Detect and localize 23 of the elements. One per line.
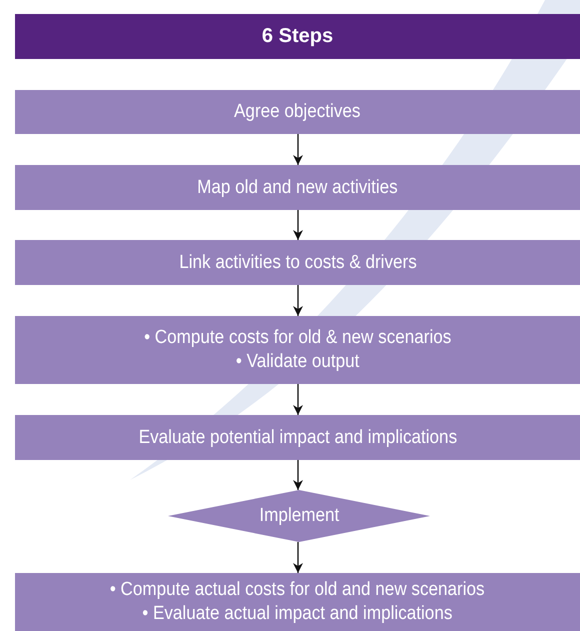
- process-box: [15, 240, 580, 285]
- arrow: [293, 384, 303, 415]
- arrow: [293, 542, 303, 573]
- step-text: • Compute costs for old & new scenarios: [144, 326, 452, 350]
- process-box: [15, 573, 580, 631]
- process-box: [15, 165, 580, 210]
- step-text: Agree objectives: [234, 100, 361, 124]
- arrow: [293, 285, 303, 316]
- step-text: • Compute actual costs for old and new scenarios: [110, 578, 485, 602]
- process-box: [15, 90, 580, 134]
- arrow: [293, 460, 303, 490]
- step-text: Implement: [259, 504, 339, 528]
- arrow: [293, 210, 303, 240]
- step-text: • Validate output: [236, 350, 360, 374]
- decision-diamond: [168, 490, 430, 542]
- title-text: 6 Steps: [262, 25, 334, 48]
- step-text: Link activities to costs & drivers: [178, 250, 416, 274]
- step-text: • Evaluate actual impact and implications: [142, 602, 453, 626]
- process-box: [15, 415, 580, 460]
- arrow: [293, 134, 303, 165]
- step-text: Evaluate potential impact and implications: [138, 426, 457, 450]
- process-box: [15, 316, 580, 384]
- step-text: Map old and new activities: [197, 176, 398, 200]
